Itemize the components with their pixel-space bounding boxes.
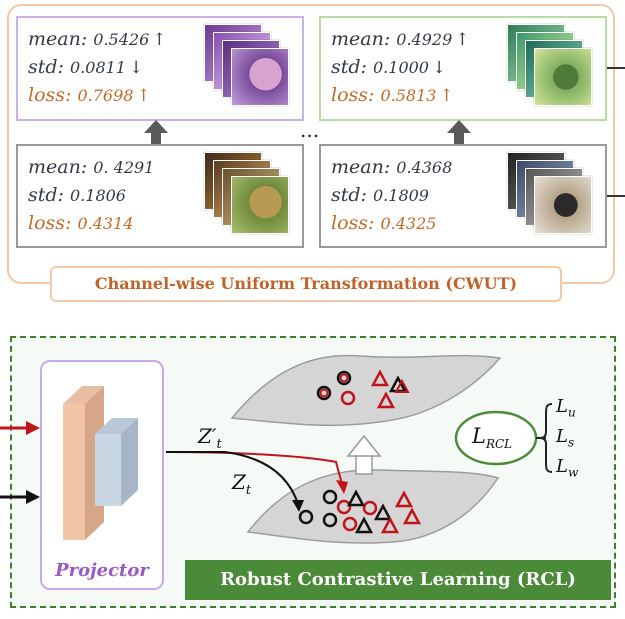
mean-key: mean: (331, 156, 391, 178)
up-arrow-icon: ↑ (152, 30, 167, 50)
z-arrow (224, 451, 304, 512)
mean-key: mean: (331, 28, 391, 50)
dog-image (534, 48, 592, 106)
up-arrow-icon: ↑ (439, 86, 454, 106)
loss-value: 0.5813 (380, 86, 437, 105)
loss-term-s: Ls (556, 426, 575, 450)
std-line: std: 0.1809 (331, 184, 429, 206)
mean-value: 0.5426 (93, 30, 150, 49)
up-arrow-icon (447, 120, 471, 144)
z-prime-arrow (165, 451, 348, 494)
mean-line: mean: 0.5426↑ (28, 28, 167, 50)
upper-manifold (230, 354, 502, 427)
std-key: std: (331, 184, 367, 206)
brace (536, 403, 553, 473)
down-arrow-icon: ↓ (431, 58, 447, 78)
mean-value: 0.4368 (396, 158, 453, 177)
mean-key: mean: (28, 28, 88, 50)
hollow-up-arrow-icon (346, 434, 382, 475)
mean-line: mean: 0. 4291 (28, 156, 154, 178)
loss-key: loss: (331, 84, 375, 106)
loss-key: loss: (28, 212, 72, 234)
mean-value: 0. 4291 (93, 158, 155, 177)
loss-term-u: Lu (556, 396, 576, 420)
std-value: 0.0811 (70, 58, 126, 77)
loss-line: loss: 0.4314 (28, 212, 133, 234)
loss-value: 0.7698 (77, 86, 134, 105)
stats-card-transformed-1: mean: 0.5426↑ std: 0.0811↓ loss: 0.7698↑ (16, 16, 304, 121)
loss-key: loss: (331, 212, 375, 234)
cwut-title: Channel-wise Uniform Transformation (CWU… (50, 266, 562, 302)
mean-line: mean: 0.4368 (331, 156, 452, 178)
z-prime-label: Z′t (198, 424, 222, 452)
std-value: 0.1000 (373, 58, 429, 77)
mean-line: mean: 0.4929↑ (331, 28, 470, 50)
loss-value: 0.4325 (380, 214, 437, 233)
mushroom-image (231, 176, 289, 234)
loss-line: loss: 0.7698↑ (28, 84, 151, 106)
std-key: std: (28, 184, 64, 206)
rcl-loss-label: LRCL (472, 424, 513, 452)
loss-value: 0.4314 (77, 214, 134, 233)
std-key: std: (28, 56, 64, 78)
ellipsis: ... (300, 118, 320, 142)
stats-card-original-1: mean: 0. 4291 std: 0.1806 loss: 0.4314 (16, 144, 304, 248)
mean-value: 0.4929 (396, 30, 453, 49)
std-line: std: 0.1806 (28, 184, 126, 206)
stats-card-transformed-2: mean: 0.4929↑ std: 0.1000↓ loss: 0.5813↑ (319, 16, 607, 121)
z-label: Zt (232, 470, 252, 498)
rcl-title: Robust Contrastive Learning (RCL) (185, 560, 611, 600)
input-arrow-red (0, 421, 40, 435)
mean-key: mean: (28, 156, 88, 178)
up-arrow-icon (144, 120, 168, 144)
loss-key: loss: (28, 84, 72, 106)
down-arrow-icon: ↓ (128, 58, 144, 78)
up-arrow-icon: ↑ (455, 30, 470, 50)
std-value: 0.1809 (373, 186, 429, 205)
stats-card-original-2: mean: 0.4368 std: 0.1809 loss: 0.4325 (319, 144, 607, 248)
upper-clusters (316, 369, 410, 409)
mushroom-image (231, 48, 289, 106)
projector-block (63, 386, 138, 540)
projector-label: Projector (55, 560, 149, 581)
loss-line: loss: 0.5813↑ (331, 84, 454, 106)
std-line: std: 0.0811↓ (28, 56, 143, 78)
std-line: std: 0.1000↓ (331, 56, 446, 78)
std-value: 0.1806 (70, 186, 126, 205)
up-arrow-icon: ↑ (136, 86, 151, 106)
lower-clusters (298, 489, 422, 534)
dog-image (534, 176, 592, 234)
std-key: std: (331, 56, 367, 78)
input-arrow-black (0, 490, 40, 504)
loss-line: loss: 0.4325 (331, 212, 436, 234)
lower-manifold (246, 469, 500, 544)
loss-term-w: Lw (556, 456, 579, 480)
